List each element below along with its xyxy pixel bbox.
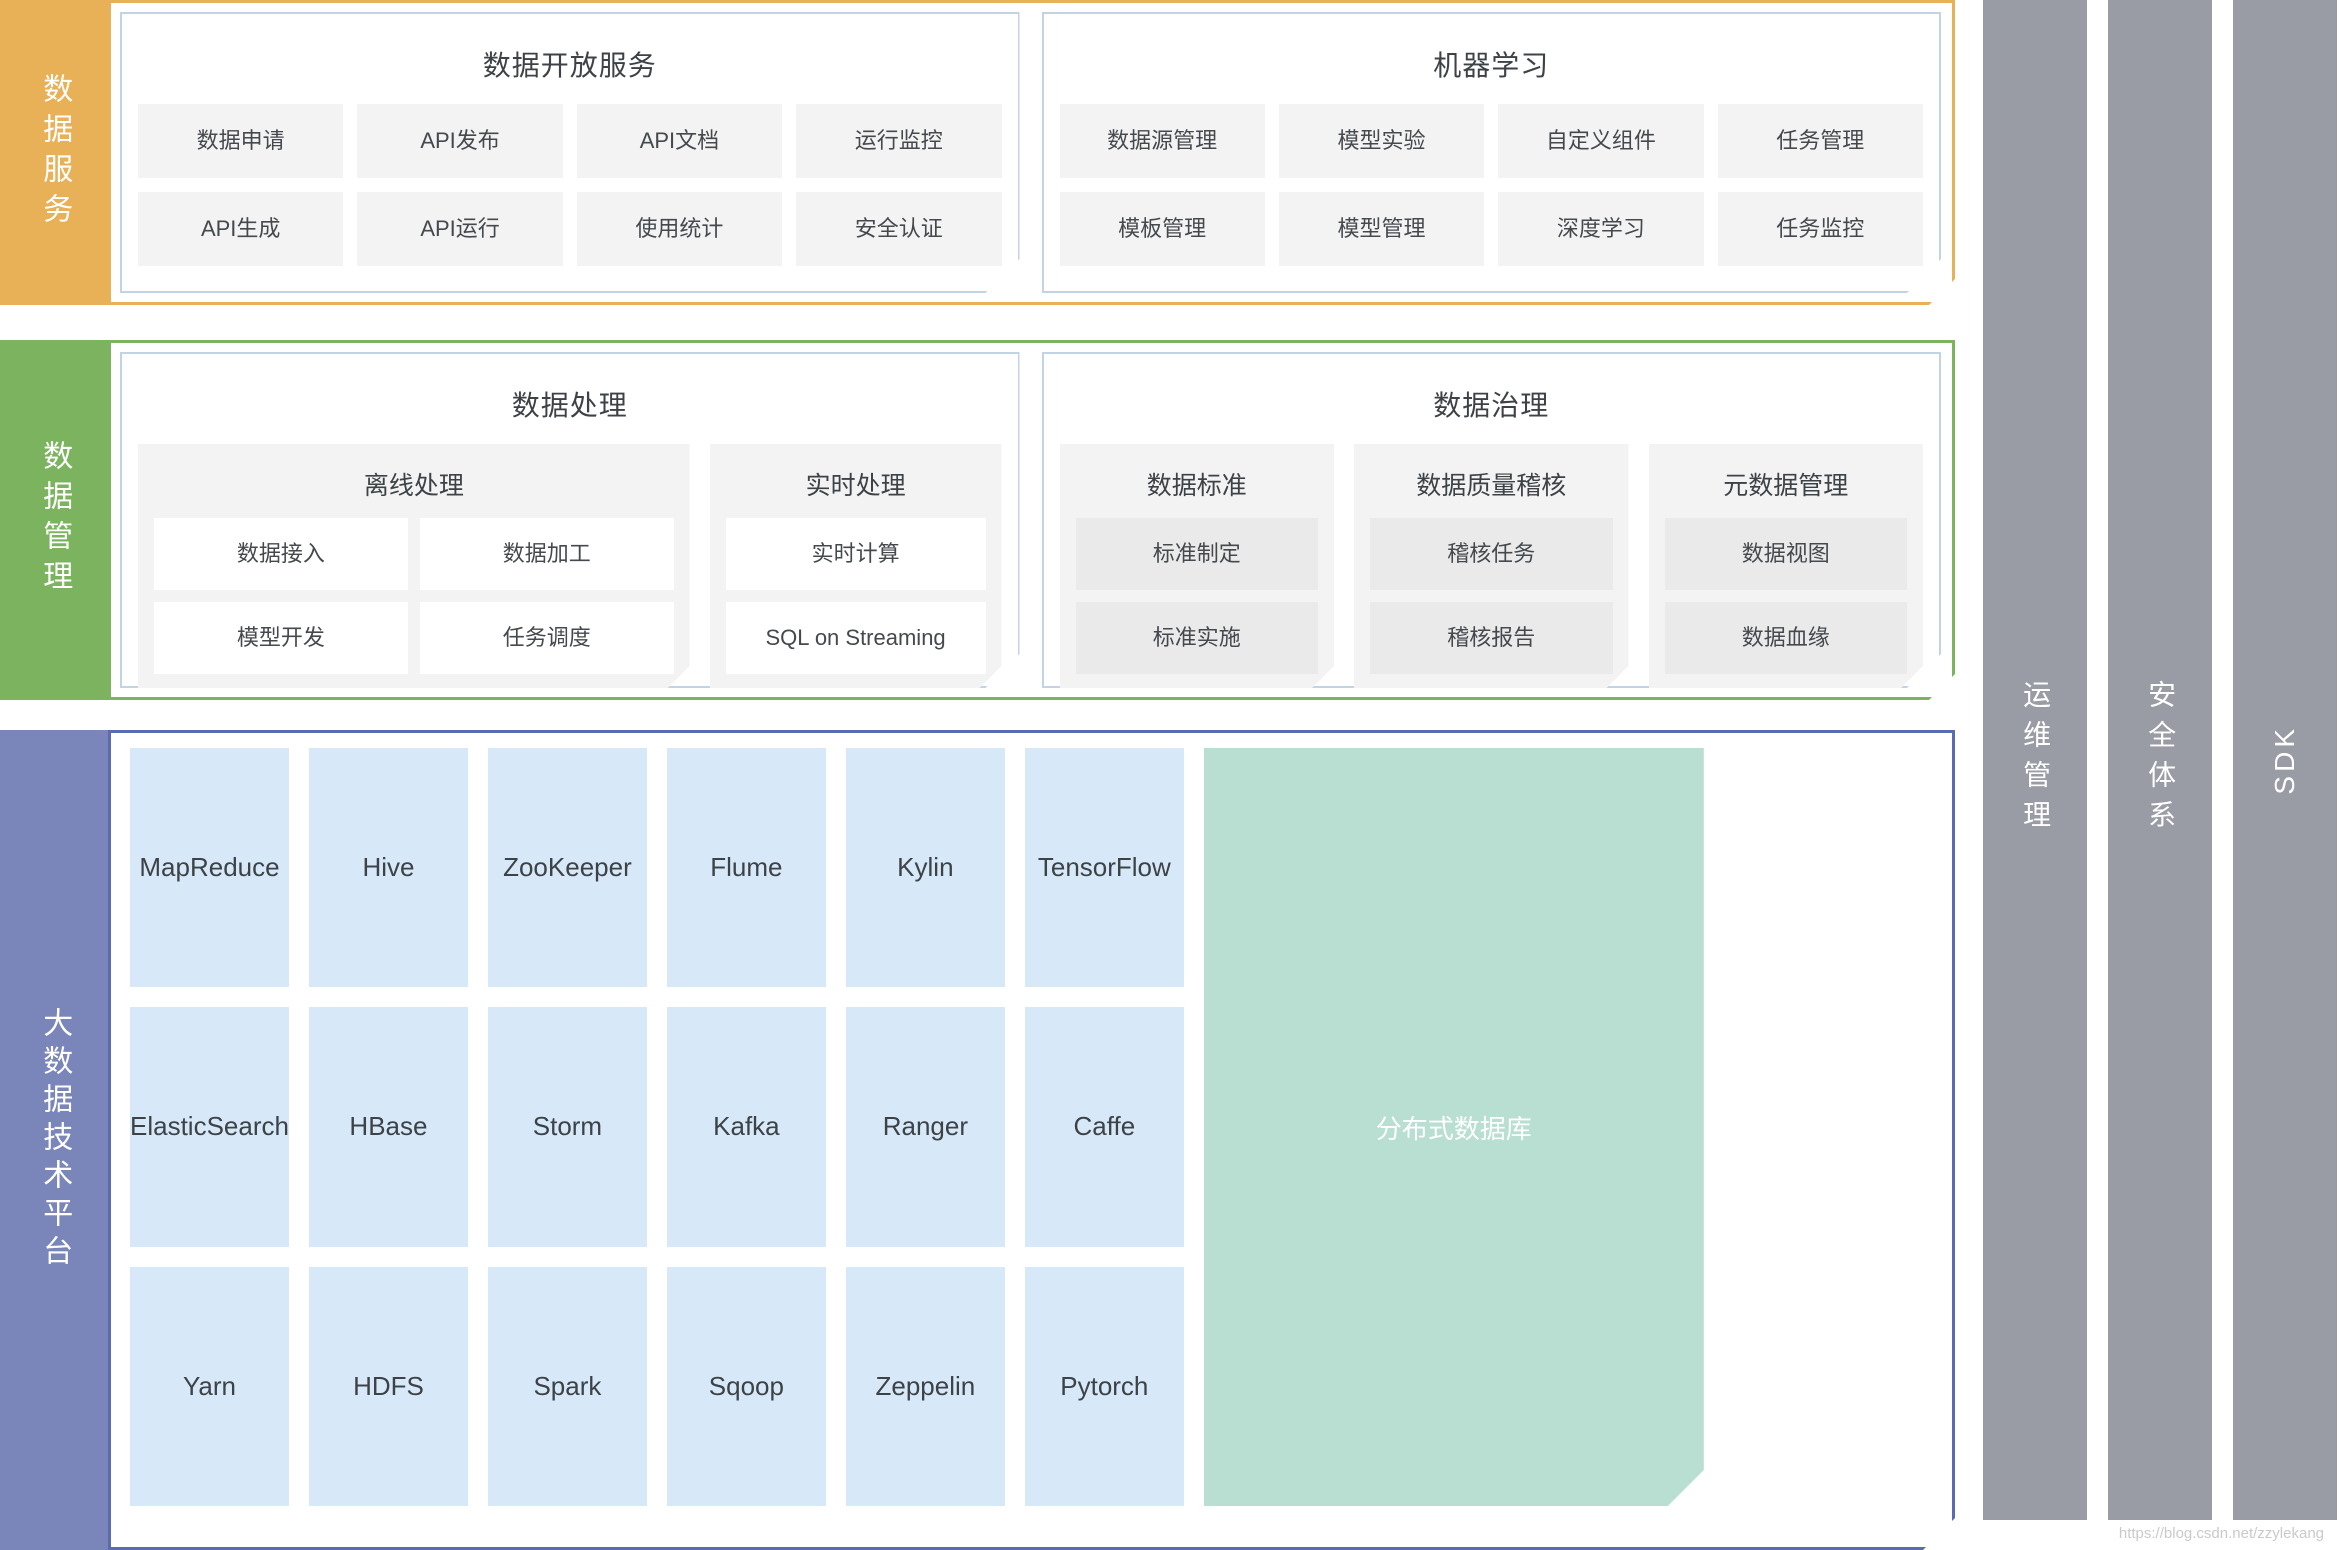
- tile[interactable]: API生成: [138, 192, 343, 266]
- tile-grid-data-open-service: 数据申请 API发布 API文档 运行监控 API生成 API运行 使用统计 安…: [138, 104, 1002, 266]
- tech-tile[interactable]: Zeppelin: [845, 1266, 1005, 1506]
- layer-band-data-service: 数据服务: [0, 0, 108, 305]
- tech-tile[interactable]: Ranger: [845, 1007, 1005, 1247]
- sub-grid-realtime: 实时计算 SQL on Streaming: [726, 518, 986, 674]
- sub-tile[interactable]: 任务调度: [420, 602, 674, 674]
- tech-tile[interactable]: Spark: [487, 1266, 647, 1506]
- pillar-label: 安全体系: [2145, 680, 2177, 840]
- sub-tile[interactable]: 稽核任务: [1370, 518, 1613, 590]
- subgroup-title: 元数据管理: [1723, 472, 1849, 500]
- sub-grid-metadata: 数据视图 数据血缘: [1665, 518, 1908, 674]
- sub-grid-data-standard: 标准制定 标准实施: [1076, 518, 1319, 674]
- sub-tile[interactable]: 模型开发: [154, 602, 408, 674]
- sub-tile[interactable]: 实时计算: [726, 518, 986, 590]
- sub-grid-offline: 数据接入 数据加工 模型开发 任务调度: [154, 518, 674, 674]
- tech-tile[interactable]: Storm: [487, 1007, 647, 1247]
- tech-tile[interactable]: Kafka: [666, 1007, 826, 1247]
- tile[interactable]: 自定义组件: [1498, 104, 1703, 178]
- sub-tile[interactable]: 稽核报告: [1370, 602, 1613, 674]
- tech-tile[interactable]: Pytorch: [1024, 1266, 1184, 1506]
- panel-data-open-service[interactable]: 数据开放服务 数据申请 API发布 API文档 运行监控 API生成 API运行…: [120, 12, 1020, 293]
- tile[interactable]: 任务监控: [1718, 192, 1923, 266]
- tile[interactable]: 模型实验: [1279, 104, 1484, 178]
- tech-tile[interactable]: HBase: [308, 1007, 468, 1247]
- tech-row: MapReduce Hive ZooKeeper Flume Kylin Ten…: [130, 748, 1704, 1506]
- sub-tile[interactable]: 数据血缘: [1665, 602, 1908, 674]
- subgroup-title: 数据标准: [1146, 472, 1247, 500]
- pillar-ops-management[interactable]: 运维管理: [1983, 0, 2087, 1520]
- tile[interactable]: 使用统计: [577, 192, 782, 266]
- layer-band-data-management: 数据管理: [0, 340, 108, 700]
- subgroup-row-data-processing: 离线处理 数据接入 数据加工 模型开发 任务调度 实时处理 实时计算 SQL o…: [138, 444, 1002, 692]
- tech-tile[interactable]: TensorFlow: [1024, 748, 1184, 988]
- tile[interactable]: 数据申请: [138, 104, 343, 178]
- sub-tile[interactable]: SQL on Streaming: [726, 602, 986, 674]
- pillar-label: SDK: [2268, 725, 2300, 795]
- subgroup-title: 实时处理: [805, 472, 906, 500]
- pillar-security-system[interactable]: 安全体系: [2108, 0, 2212, 1520]
- tile[interactable]: API文档: [577, 104, 782, 178]
- sub-tile[interactable]: 标准制定: [1076, 518, 1319, 590]
- subgroup-realtime-processing[interactable]: 实时处理 实时计算 SQL on Streaming: [710, 444, 1002, 692]
- tile-grid-machine-learning: 数据源管理 模型实验 自定义组件 任务管理 模板管理 模型管理 深度学习 任务监…: [1060, 104, 1924, 266]
- tech-tile[interactable]: HDFS: [308, 1266, 468, 1506]
- layer-bigdata-tech-platform: 大数据技术平台 MapReduce Hive ZooKeeper Flume K…: [0, 730, 1955, 1550]
- panel-title: 机器学习: [1433, 50, 1550, 81]
- watermark: https://blog.csdn.net/zzylekang: [2118, 1525, 2324, 1542]
- tech-tile[interactable]: ElasticSearch: [130, 1007, 289, 1247]
- layer-data-management: 数据管理 数据处理 离线处理 数据接入 数据加工 模型开发 任务调度: [0, 340, 1955, 700]
- tile[interactable]: 任务管理: [1718, 104, 1923, 178]
- layer-band-label: 数据服务: [38, 72, 72, 233]
- tech-tile[interactable]: Kylin: [845, 748, 1005, 988]
- layer-body-tech-platform: MapReduce Hive ZooKeeper Flume Kylin Ten…: [108, 730, 1955, 1550]
- pillar-sdk[interactable]: SDK: [2233, 0, 2337, 1520]
- sub-tile[interactable]: 标准实施: [1076, 602, 1319, 674]
- tile[interactable]: 深度学习: [1498, 192, 1703, 266]
- tile[interactable]: 模板管理: [1060, 192, 1265, 266]
- tile[interactable]: 数据源管理: [1060, 104, 1265, 178]
- tile[interactable]: 模型管理: [1279, 192, 1484, 266]
- layer-body-data-management: 数据处理 离线处理 数据接入 数据加工 模型开发 任务调度 实时处理: [108, 340, 1955, 700]
- layer-data-service: 数据服务 数据开放服务 数据申请 API发布 API文档 运行监控 API生成 …: [0, 0, 1955, 305]
- tile[interactable]: API运行: [357, 192, 562, 266]
- tile[interactable]: 运行监控: [796, 104, 1001, 178]
- tech-tile[interactable]: Yarn: [130, 1266, 289, 1506]
- tile[interactable]: 安全认证: [796, 192, 1001, 266]
- tech-tile[interactable]: Caffe: [1024, 1007, 1184, 1247]
- layer-band-label: 大数据技术平台: [38, 1007, 72, 1273]
- panel-title: 数据处理: [511, 390, 628, 421]
- subgroup-offline-processing[interactable]: 离线处理 数据接入 数据加工 模型开发 任务调度: [138, 444, 690, 692]
- panel-data-governance[interactable]: 数据治理 数据标准 标准制定 标准实施 数据质量稽核 稽核任务 稽核报告: [1042, 352, 1942, 688]
- sub-grid-data-quality: 稽核任务 稽核报告: [1370, 518, 1613, 674]
- sub-tile[interactable]: 数据视图: [1665, 518, 1908, 590]
- tech-tile[interactable]: Hive: [308, 748, 468, 988]
- layer-body-data-service: 数据开放服务 数据申请 API发布 API文档 运行监控 API生成 API运行…: [108, 0, 1955, 305]
- panel-title: 数据治理: [1433, 390, 1550, 421]
- layer-band-tech-platform: 大数据技术平台: [0, 730, 108, 1550]
- subgroup-data-quality-audit[interactable]: 数据质量稽核 稽核任务 稽核报告: [1354, 444, 1629, 692]
- panel-machine-learning[interactable]: 机器学习 数据源管理 模型实验 自定义组件 任务管理 模板管理 模型管理 深度学…: [1042, 12, 1942, 293]
- subgroup-data-standard[interactable]: 数据标准 标准制定 标准实施: [1060, 444, 1335, 692]
- panel-data-processing[interactable]: 数据处理 离线处理 数据接入 数据加工 模型开发 任务调度 实时处理: [120, 352, 1020, 688]
- tech-tile[interactable]: Flume: [666, 748, 826, 988]
- subgroup-row-data-governance: 数据标准 标准制定 标准实施 数据质量稽核 稽核任务 稽核报告: [1060, 444, 1924, 692]
- tech-tile[interactable]: ZooKeeper: [487, 748, 647, 988]
- tech-tile-grid: MapReduce Hive ZooKeeper Flume Kylin Ten…: [130, 748, 1184, 1506]
- pillar-label: 运维管理: [2020, 680, 2052, 840]
- tile[interactable]: API发布: [357, 104, 562, 178]
- layer-band-label: 数据管理: [38, 440, 72, 600]
- tech-tile[interactable]: Sqoop: [666, 1266, 826, 1506]
- subgroup-title: 数据质量稽核: [1416, 472, 1567, 500]
- subgroup-title: 离线处理: [363, 472, 464, 500]
- panel-title: 数据开放服务: [482, 50, 657, 81]
- sub-tile[interactable]: 数据加工: [420, 518, 674, 590]
- subgroup-metadata-management[interactable]: 元数据管理 数据视图 数据血缘: [1649, 444, 1924, 692]
- sub-tile[interactable]: 数据接入: [154, 518, 408, 590]
- distributed-database-block[interactable]: 分布式数据库: [1204, 748, 1704, 1506]
- tech-tile[interactable]: MapReduce: [130, 748, 289, 988]
